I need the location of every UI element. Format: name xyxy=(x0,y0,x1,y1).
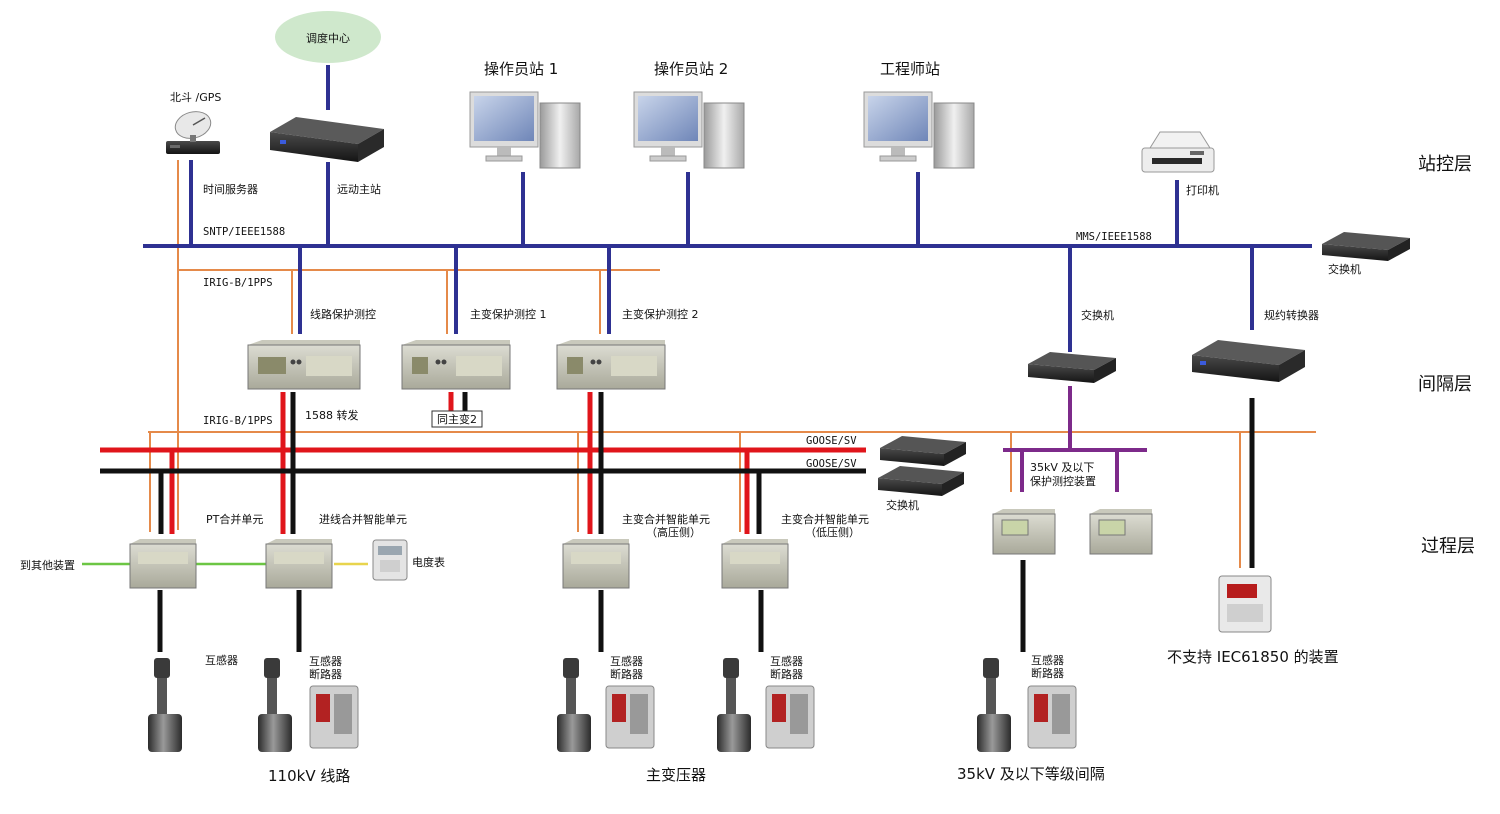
merge-unit-pt-icon xyxy=(129,539,197,589)
instrument-transformer-icon-2 xyxy=(258,658,292,752)
instrument-transformer-icon-3 xyxy=(557,658,591,752)
breaker-label-1: 断路器 xyxy=(309,667,342,681)
instrument-transformer-icon-4 xyxy=(717,658,751,752)
mt-merge-low-label-2: （低压侧） xyxy=(805,526,860,539)
line-merge-label: 进线合并智能单元 xyxy=(319,512,407,526)
ct-label-2: 互感器 xyxy=(610,655,643,668)
bay-unit-main-transformer1-icon xyxy=(401,340,511,390)
goose-bus2-label: GOOSE/SV xyxy=(806,458,857,470)
circuit-breaker-icon-2 xyxy=(605,685,655,749)
sub35-bus xyxy=(1003,386,1147,492)
irigb-mid-label: IRIG-B/1PPS xyxy=(203,415,273,427)
meter-label: 电度表 xyxy=(412,555,445,569)
operator1-label: 操作员站 1 xyxy=(484,60,558,78)
group-35kv-label: 35kV 及以下等级间隔 xyxy=(957,765,1105,783)
goose-bus-black xyxy=(100,392,1255,652)
protection-35kv-icon-2 xyxy=(1089,509,1153,555)
mt-merge-high-label-2: （高压侧） xyxy=(646,525,701,539)
gps-label: 北斗 /GPS xyxy=(170,91,221,104)
remote-master-label: 远动主站 xyxy=(337,182,381,196)
breaker-label-4: 断路器 xyxy=(1031,666,1064,680)
same-main2-label: 同主变2 xyxy=(437,412,477,426)
main-transformer1-label: 主变保护测控 1 xyxy=(470,307,547,321)
goose-bus-red xyxy=(100,392,866,534)
protocol-converter-label: 规约转换器 xyxy=(1264,308,1319,322)
non-iec-label: 不支持 IEC61850 的装置 xyxy=(1167,648,1339,666)
ct-label-1: 互感器 xyxy=(309,655,342,668)
protocol-converter-icon xyxy=(1192,340,1305,382)
instrument-transformer-icon-1 xyxy=(148,658,182,752)
group-110kv-line-label: 110kV 线路 xyxy=(268,767,350,785)
sub35-label-line1: 35kV 及以下 xyxy=(1030,461,1094,474)
workstation-icon-operator2 xyxy=(633,91,745,169)
printer-icon xyxy=(1141,131,1215,173)
energy-meter-icon xyxy=(372,539,408,581)
engineer-label: 工程师站 xyxy=(880,60,940,78)
to-other-label: 到其他装置 xyxy=(20,559,75,572)
bay-unit-line-protection-icon xyxy=(247,340,361,390)
workstation-icon-engineer xyxy=(863,91,975,169)
layer-bay-label: 间隔层 xyxy=(1418,374,1472,395)
operator2-label: 操作员站 2 xyxy=(654,60,728,78)
same-main2-box: 同主变2 xyxy=(431,410,483,428)
layer-process-label: 过程层 xyxy=(1421,536,1475,557)
station-switch-label: 交换机 xyxy=(1328,262,1361,276)
circuit-breaker-icon-1 xyxy=(309,685,359,749)
bay-switch-icon xyxy=(1028,352,1116,383)
goose-bus1-label: GOOSE/SV xyxy=(806,435,857,447)
non-iec-device-icon xyxy=(1218,575,1272,633)
group-main-transformer-label: 主变压器 xyxy=(646,766,706,784)
dispatch-center-label: 调度中心 xyxy=(306,31,350,45)
process-switch-icon-2 xyxy=(878,466,964,496)
workstation-icon-operator1 xyxy=(469,91,581,169)
instrument-transformer-icon-5 xyxy=(977,658,1011,752)
timing-links xyxy=(148,160,1316,568)
merge-unit-mt-high-icon xyxy=(562,539,630,589)
time-server-label: 时间服务器 xyxy=(203,183,258,196)
protection-35kv-icon-1 xyxy=(992,509,1056,555)
mms-bus-label: MMS/IEEE1588 xyxy=(1076,231,1152,243)
ct-label-3: 互感器 xyxy=(770,655,803,668)
transformer-label-1: 互感器 xyxy=(205,654,238,667)
circuit-breaker-icon-3 xyxy=(765,685,815,749)
bay-switch-label: 交换机 xyxy=(1081,308,1114,322)
breaker-label-2: 断路器 xyxy=(610,667,643,681)
merge-unit-mt-low-icon xyxy=(721,539,789,589)
gps-receiver-icon xyxy=(166,111,220,154)
ct-label-4: 互感器 xyxy=(1031,654,1064,667)
breaker-label-3: 断路器 xyxy=(770,667,803,681)
process-switch-label: 交换机 xyxy=(886,498,919,512)
station-bus xyxy=(143,65,1312,352)
bay-unit-main-transformer2-icon xyxy=(556,340,666,390)
merge-unit-line-icon xyxy=(265,539,333,589)
printer-label: 打印机 xyxy=(1186,183,1219,197)
station-switch-icon xyxy=(1322,232,1410,261)
mt-merge-high-label-1: 主变合并智能单元 xyxy=(622,512,710,526)
main-transformer2-label: 主变保护测控 2 xyxy=(622,307,699,321)
remote-master-rack-icon xyxy=(270,117,384,162)
circuit-breaker-icon-4 xyxy=(1027,685,1077,749)
line-protection-label: 线路保护测控 xyxy=(310,307,376,321)
sub35-label-line2: 保护测控装置 xyxy=(1030,474,1096,488)
layer-station-label: 站控层 xyxy=(1418,154,1472,175)
mt-merge-low-label-1: 主变合并智能单元 xyxy=(781,512,869,526)
process-switch-icon-1 xyxy=(880,436,966,466)
sntp-bus-label: SNTP/IEEE1588 xyxy=(203,226,285,238)
pt-merge-label: PT合并单元 xyxy=(206,512,263,526)
forward-1588-label: 1588 转发 xyxy=(305,408,359,422)
dispatch-center: 调度中心 xyxy=(275,11,381,63)
irigb-top-label: IRIG-B/1PPS xyxy=(203,277,273,289)
